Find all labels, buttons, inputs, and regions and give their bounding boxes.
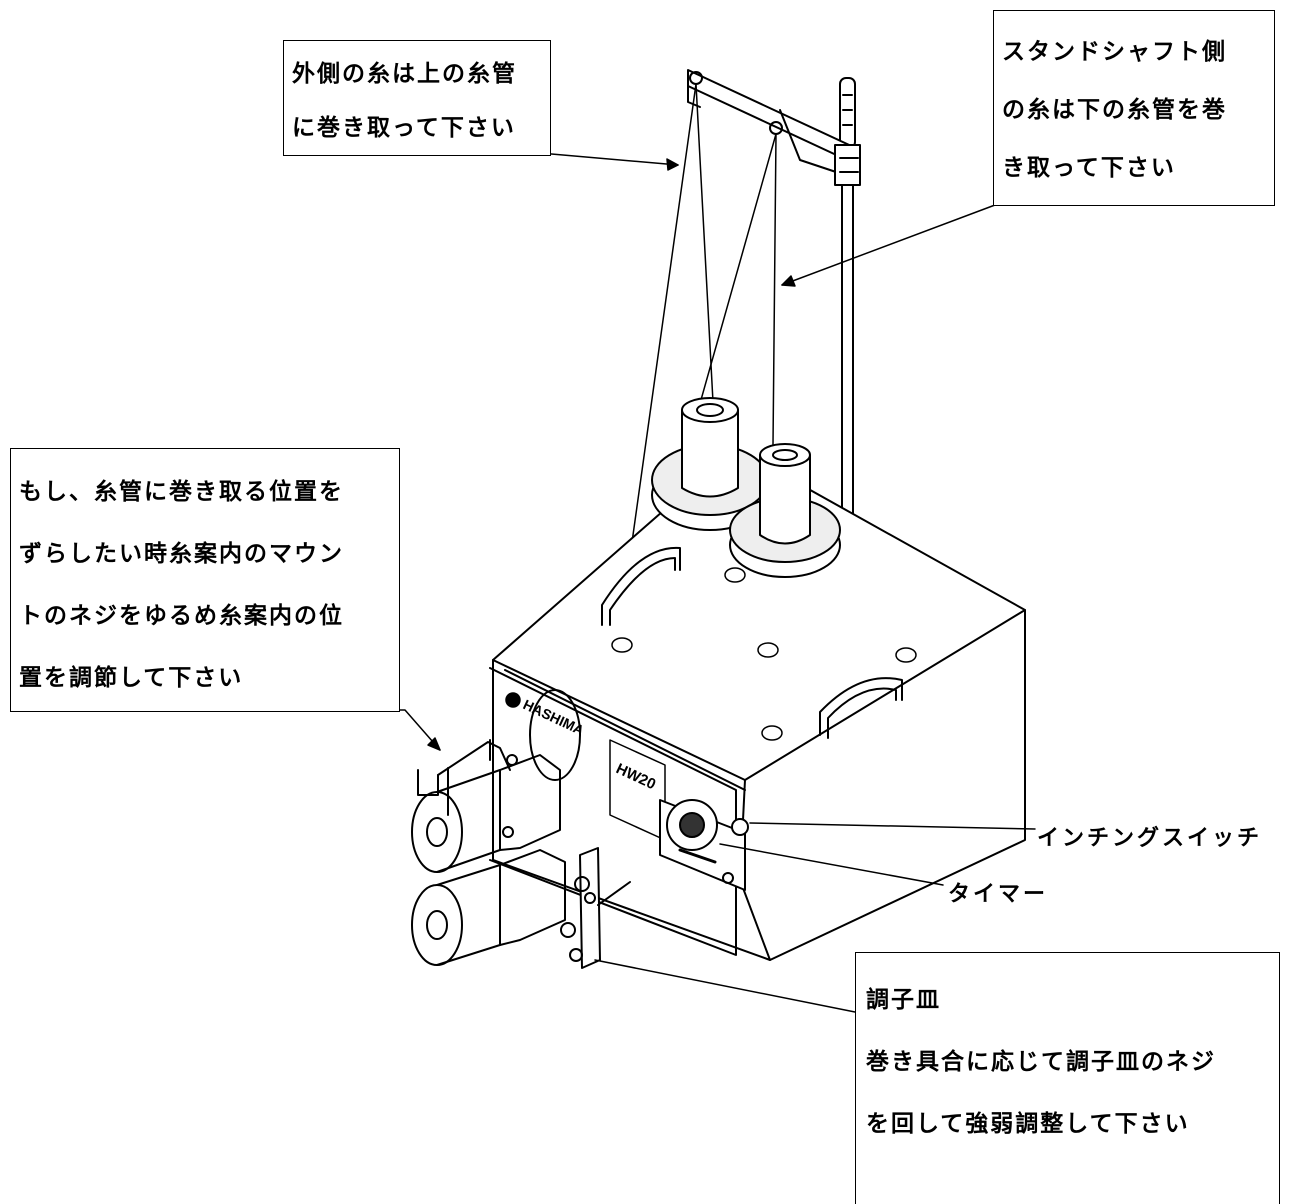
stand-side-thread-callout: スタンドシャフト側 の糸は下の糸管を巻 き取って下さい — [993, 10, 1275, 206]
thread-guide-callout: もし、糸管に巻き取る位置を ずらしたい時糸案内のマウン トのネジをゆるめ糸案内の… — [10, 448, 400, 712]
callout-line: 調子皿 — [866, 987, 941, 1013]
timer-dial — [659, 799, 746, 891]
timer-label: タイマー — [948, 882, 1049, 907]
callout-line: ずらしたい時糸案内のマウン — [19, 541, 344, 567]
thread-guide-mount — [417, 739, 518, 838]
callout-line: トのネジをゆるめ糸案内の位 — [19, 603, 344, 629]
tension-disc-callout: 調子皿 巻き具合に応じて調子皿のネジ を回して強弱調整して下さい — [855, 952, 1280, 1204]
callout-line: 巻き具合に応じて調子皿のネジ — [866, 1049, 1216, 1075]
machine-box — [489, 447, 1026, 961]
inching-switch — [722, 818, 749, 884]
tension-disc-bracket — [560, 847, 631, 969]
callout-line: を回して強弱調整して下さい — [866, 1111, 1190, 1137]
top-guide-arm — [687, 69, 861, 186]
outer-thread-leader — [539, 152, 679, 166]
outer-thread-callout: 外側の糸は上の糸管 に巻き取って下さい — [283, 40, 551, 156]
winding-rollers — [411, 689, 581, 966]
top-screws — [611, 567, 917, 741]
inching-switch-label: インチングスイッチ — [1037, 826, 1263, 851]
spools — [651, 397, 841, 578]
inching-leader — [749, 822, 1036, 830]
callout-line: 外側の糸は上の糸管 — [292, 61, 517, 87]
callout-line: もし、糸管に巻き取る位置を — [19, 479, 344, 505]
timer-leader — [719, 843, 944, 886]
callout-line: に巻き取って下さい — [292, 115, 516, 141]
callout-line: き取って下さい — [1002, 155, 1176, 181]
callout-line: の糸は下の糸管を巻 — [1002, 97, 1227, 123]
handles — [601, 546, 903, 739]
callout-line: スタンドシャフト側 — [1002, 39, 1227, 65]
tension-leader — [594, 959, 856, 1013]
stand-thread-leader — [781, 204, 996, 286]
callout-line: 置を調節して下さい — [19, 665, 244, 691]
